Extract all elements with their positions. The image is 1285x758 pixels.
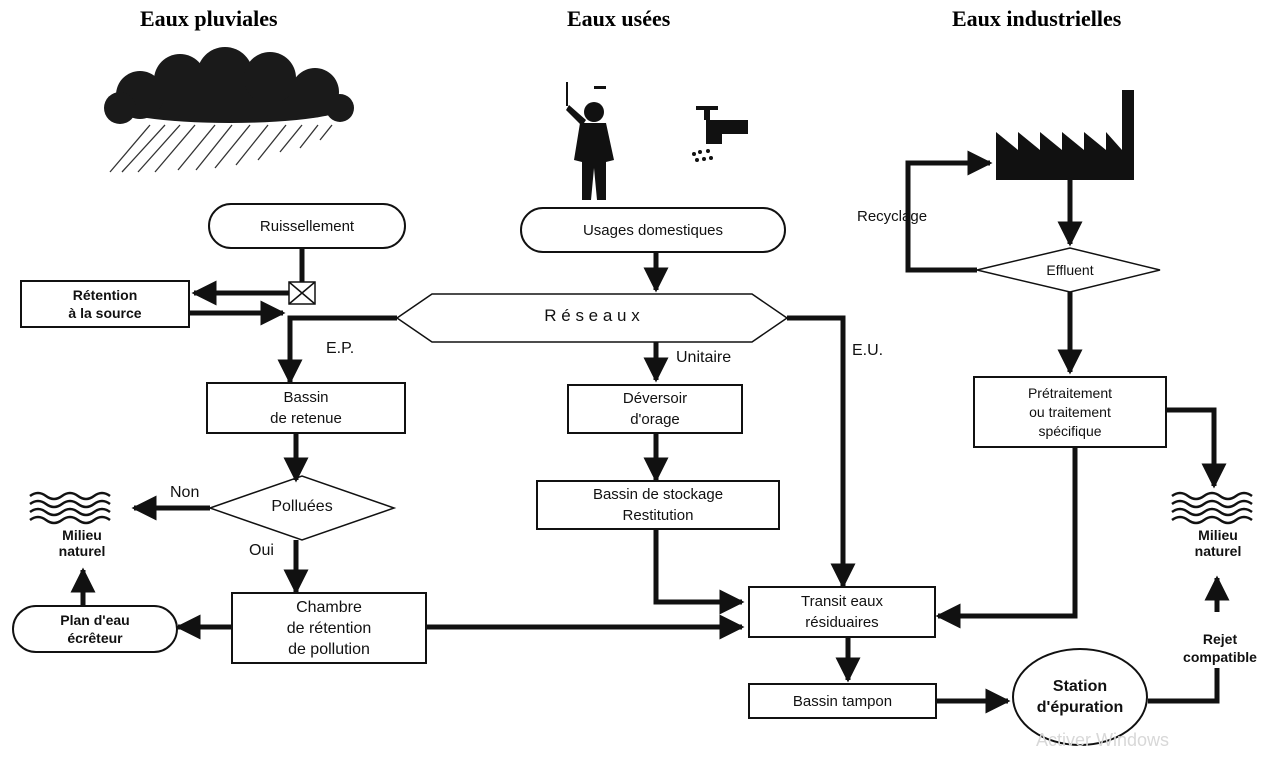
edge-pretraitement-milieu [1167,407,1227,489]
header-eaux-pluviales: Eaux pluviales [140,6,278,31]
node-bassin-retenue: Bassin de retenue [206,382,406,434]
label-ep: E.P. [326,340,355,357]
node-pretraitement: Prétraitement ou traitement spécifique [973,376,1167,448]
edge-effluent-recyclage [905,150,993,273]
node-station-epuration: Station d'épuration [1012,648,1148,746]
node-chambre-retention: Chambre de rétention de pollution [231,592,427,664]
node-bassin-stockage: Bassin de stockage Restitution [536,480,780,530]
label-rejet-compatible: Rejet compatible [1183,631,1257,665]
factory-icon [996,90,1134,180]
node-polluees: Polluées [271,498,333,515]
node-milieu-naturel-right: Milieu naturel [1194,527,1242,559]
edge-pretraitement-transit [935,448,1078,629]
node-usages-domestiques: Usages domestiques [520,207,786,253]
label-oui: Oui [249,542,274,559]
node-milieu-naturel-left: Milieu naturel [58,527,106,559]
node-deversoir-orage: Déversoir d'orage [567,384,743,434]
node-effluent: Effluent [1046,262,1094,278]
watermark-activer-windows: Activer Windows [1036,730,1170,750]
label-recyclage: Recyclage [857,208,928,225]
rain-cloud-icon [104,47,354,173]
person-shower-icon [566,82,614,200]
effluent-shape [976,247,1161,293]
edge-reseaux-transit-eu [787,315,856,589]
node-reseaux: R é s e a u x [544,306,640,325]
water-waves-icon [1171,491,1253,525]
edge-reseaux-bassin-retenue [277,315,397,385]
water-waves-icon [29,491,111,525]
label-unitaire: Unitaire [676,349,732,366]
edge-station-rejet [1148,668,1220,704]
edge-stockage-transit [653,530,745,615]
node-bassin-tampon: Bassin tampon [748,683,937,719]
node-plan-eau: Plan d'eau écrêteur [12,605,178,653]
label-eu: E.U. [852,342,884,359]
header-eaux-usees: Eaux usées [567,6,671,31]
node-transit-eaux: Transit eaux résiduaires [748,586,936,638]
polluees-shape [207,475,397,541]
node-retention-source: Rétention à la source [20,280,190,328]
tap-icon [692,106,748,162]
header-eaux-industrielles: Eaux industrielles [952,6,1122,31]
valve-icon [288,281,316,305]
label-non: Non [170,484,200,501]
node-ruissellement: Ruissellement [208,203,406,249]
